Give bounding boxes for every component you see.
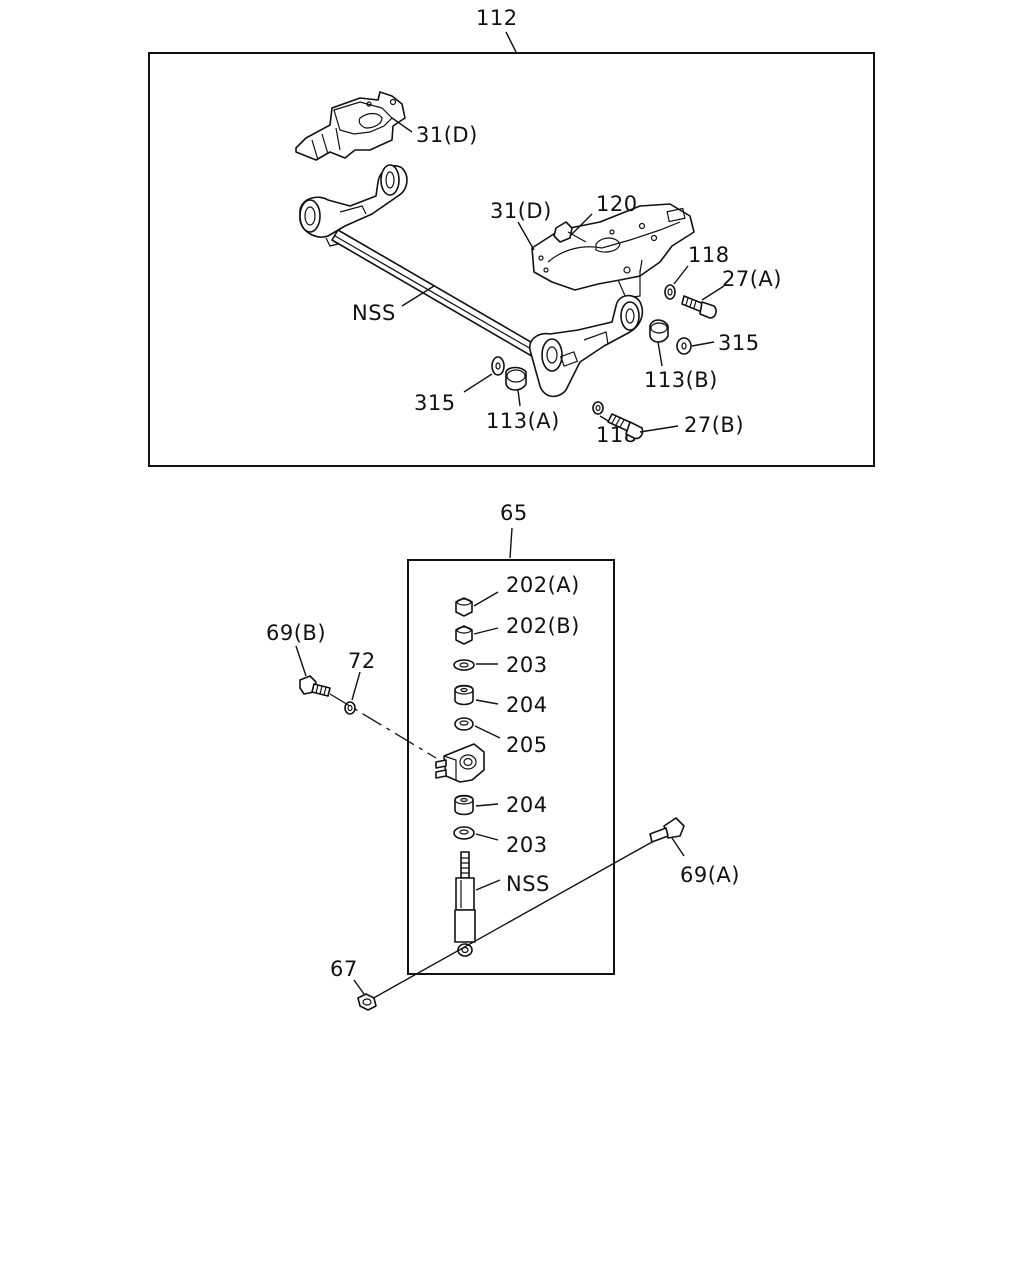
label-69a: 69(A) (680, 863, 740, 887)
ref-112-leader (505, 31, 517, 53)
washer-72-hole (347, 704, 353, 712)
label-204-bottom: 204 (506, 793, 548, 817)
label-202b: 202(B) (506, 614, 580, 638)
label-67: 67 (330, 957, 358, 981)
leader-205 (474, 725, 501, 739)
label-nss-axle: NSS (352, 301, 396, 325)
leader-315-left (463, 373, 493, 393)
bracket-31d-top (295, 91, 406, 161)
leader-27b (639, 425, 679, 433)
leader-113b (657, 341, 663, 367)
washer-118-top (664, 284, 676, 300)
washer-315-right-hole (681, 342, 687, 350)
nut-202b (455, 625, 473, 645)
washer-315-right (676, 337, 692, 355)
label-120: 120 (596, 192, 638, 216)
label-315-left: 315 (414, 391, 456, 415)
washer-118-bottom (592, 401, 604, 415)
trailing-arm-left (299, 164, 408, 247)
leader-203-bottom (475, 833, 499, 841)
label-nss-absorber: NSS (506, 872, 550, 896)
bolt-120 (553, 221, 587, 243)
nut-67 (357, 993, 377, 1011)
leader-202b (473, 627, 499, 635)
lower-frame-box (407, 559, 615, 975)
leader-120 (569, 213, 593, 237)
ref-112-label: 112 (476, 6, 518, 30)
centerline-69a (369, 841, 653, 1001)
label-72: 72 (348, 649, 376, 673)
washer-205 (454, 717, 474, 731)
label-69b: 69(B) (266, 621, 326, 645)
centerline-69b (329, 693, 437, 759)
upper-frame-box (148, 52, 875, 467)
leader-315-right (691, 341, 715, 347)
leader-202a (473, 591, 499, 607)
washer-315-left (491, 356, 505, 376)
leader-204-top (475, 699, 499, 705)
trailing-arm-right (529, 294, 644, 398)
washer-118-bottom-hole (595, 404, 601, 412)
label-118-top: 118 (688, 243, 730, 267)
label-31d-right: 31(D) (490, 199, 552, 223)
leader-69b (295, 645, 307, 677)
leader-118-top (673, 265, 689, 285)
ref-65-label: 65 (500, 501, 528, 525)
bush-204-bottom (454, 794, 474, 816)
leader-nss-absorber (475, 879, 501, 891)
label-27b: 27(B) (684, 413, 744, 437)
bush-204-top (454, 684, 474, 706)
ref-65-leader (509, 527, 513, 559)
leader-nss-axle (401, 285, 435, 307)
leader-31d-right (517, 221, 535, 251)
leader-113a (517, 389, 521, 407)
bolt-27a (681, 295, 717, 319)
washer-118-top-hole (667, 288, 673, 296)
leader-27a (701, 285, 725, 301)
washer-203-top (453, 659, 475, 671)
leader-69a (671, 837, 685, 857)
leader-31d-top (391, 117, 413, 133)
washer-315-left-hole (495, 362, 501, 370)
axle-beam-nss (331, 229, 549, 363)
absorber-bracket (435, 743, 485, 783)
label-315-right: 315 (718, 331, 760, 355)
washer-203-top-hole (459, 662, 469, 668)
lower-assembly: 65 202(A) 202(B) 203 204 (266, 501, 740, 1011)
leader-204-bottom (475, 803, 499, 807)
washer-205-hole (459, 720, 469, 726)
bolt-69b (299, 675, 331, 697)
label-205: 205 (506, 733, 548, 757)
label-203-bottom: 203 (506, 833, 548, 857)
bolt-27b (607, 413, 644, 440)
bolt-69a (649, 817, 685, 843)
shock-absorber-nss (454, 851, 476, 957)
label-31d-top: 31(D) (416, 123, 478, 147)
washer-203-bottom-hole (459, 829, 469, 835)
label-27a: 27(A) (722, 267, 782, 291)
upper-assembly: 112 31(D) NSS (148, 6, 875, 467)
leader-67 (353, 979, 365, 995)
leader-72 (351, 671, 361, 701)
washer-203-bottom (453, 826, 475, 840)
label-203-top: 203 (506, 653, 548, 677)
label-113b: 113(B) (644, 368, 718, 392)
bush-113b (649, 319, 669, 343)
nut-202a (455, 597, 473, 617)
label-204-top: 204 (506, 693, 548, 717)
bush-113a (505, 366, 527, 391)
label-202a: 202(A) (506, 573, 580, 597)
label-113a: 113(A) (486, 409, 560, 433)
bracket-31d-right (531, 203, 695, 299)
